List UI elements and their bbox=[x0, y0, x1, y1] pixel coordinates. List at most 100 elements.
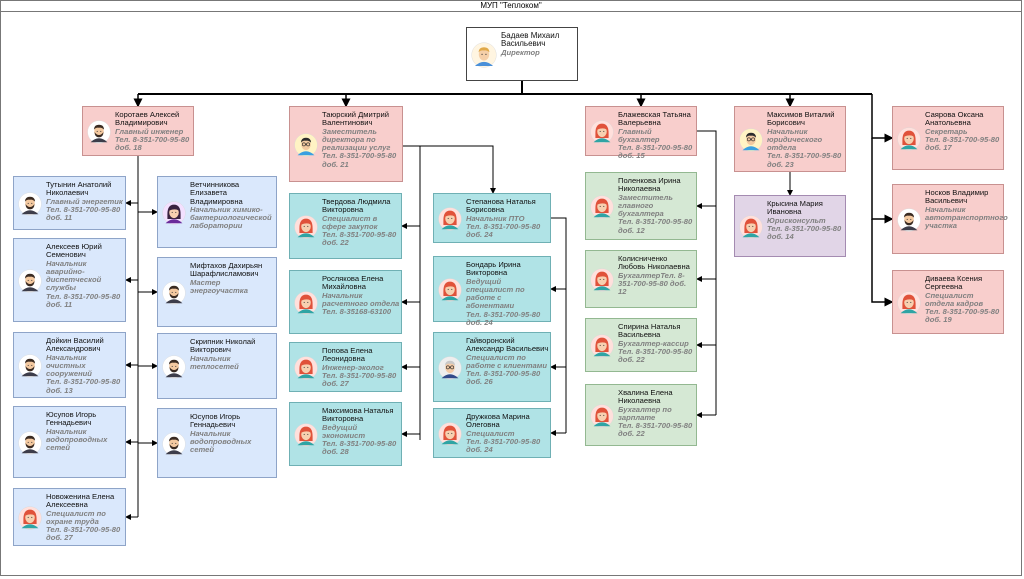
woman-red-icon bbox=[590, 195, 614, 224]
employee-position: Инженер-эколог bbox=[322, 362, 384, 372]
employee-phone: Тел. 8-351-700-95-80 доб. 14 bbox=[767, 223, 842, 242]
employee-position: Начальник расчетного отдела bbox=[322, 290, 400, 308]
woman-red-icon bbox=[739, 215, 763, 244]
employee-position: Главный бухгалтер bbox=[618, 126, 660, 144]
employee-position: Начальник водопроводных сетей bbox=[46, 426, 108, 453]
connector-19 bbox=[403, 145, 421, 440]
employee-position: Бухгалтер по зарплате bbox=[618, 404, 672, 422]
employee-name: Мифтахов Дахирьян Шарафлисламович bbox=[190, 261, 263, 279]
employee-phone: Тел. 8-351-700-95-80 доб. 28 bbox=[322, 439, 397, 457]
employee-position: Мастер энергоучастка bbox=[190, 277, 248, 295]
employee-name: Алексеев Юрий Семенович bbox=[46, 242, 102, 260]
employee-position: Начальник очистных сооружений bbox=[46, 352, 92, 379]
woman-red-icon bbox=[438, 278, 462, 307]
employee-name: Гайворонский Александр Васильевич bbox=[466, 336, 549, 354]
employee-name: Дойкин Василий Александрович bbox=[46, 336, 104, 354]
employee-phone: Тел. 8-351-700-95-80 доб. 17 bbox=[925, 134, 1000, 153]
employee-name: Блажевская Татьяна Валерьевна bbox=[618, 110, 691, 128]
employee-phone: Тел. 8-351-700-95-80 доб. 15 bbox=[618, 143, 693, 161]
connector-6 bbox=[871, 94, 894, 143]
employee-position: Главный инженер bbox=[115, 126, 184, 136]
employee-name: Коротаев Алексей Владимирович bbox=[115, 110, 180, 128]
employee-name: Бадаев Михаил Васильевич bbox=[501, 31, 560, 49]
employee-name: Ветчинникова Елизавета Владимировна bbox=[190, 180, 243, 206]
woman-red-icon bbox=[590, 268, 614, 297]
connector-25 bbox=[551, 217, 567, 433]
employee-position: Начальник химико-бактериологической лабо… bbox=[190, 204, 272, 231]
employee-name: Крысина Мария Ивановна bbox=[767, 199, 823, 217]
employee-phone: Тел. 8-351-700-95-80 доб. 13 bbox=[46, 377, 121, 395]
man-beard-icon bbox=[162, 432, 186, 461]
employee-position: Заместитель главного бухгалтера bbox=[618, 192, 673, 219]
employee-name: Колисниченко Любовь Николаевна bbox=[618, 254, 690, 272]
employee-name: Дружкова Марина Олеговна bbox=[466, 412, 530, 430]
employee-phone: Тел. 8-351-700-95-80 доб. 12 bbox=[618, 217, 693, 235]
employee-position: Заместитель директора по реализации услу… bbox=[322, 126, 391, 153]
employee-phone: Тел. 8-351-700-95-80 доб. 26 bbox=[466, 369, 541, 387]
employee-name: Поленкова Ирина Николаевна bbox=[618, 176, 681, 194]
employee-name: Юсупов Игорь Геннадьевич bbox=[190, 412, 241, 430]
woman-red-icon bbox=[590, 120, 614, 149]
employee-phone: Тел. 8-351-700-95-80 доб. 22 bbox=[618, 421, 693, 439]
employee-phone: Тел. 8-35168-63100 bbox=[322, 307, 392, 317]
employee-name: Диваева Ксения Сергеевна bbox=[925, 274, 983, 292]
man-beard-icon bbox=[18, 431, 42, 460]
employee-phone: Тел. 8-351-700-95-80 доб. 22 bbox=[618, 346, 693, 365]
employee-phone: Тел. 8-351-700-95-80 доб. 11 bbox=[46, 291, 121, 310]
employee-position: Начальник аварийно-диспетческой службы bbox=[46, 258, 102, 293]
connector-8 bbox=[871, 219, 894, 307]
employee-position: Начальник теплосетей bbox=[190, 353, 239, 371]
man-glasses-icon bbox=[739, 128, 763, 157]
woman-red-icon bbox=[438, 422, 462, 451]
employee-name: Твердова Людмила Викторовна bbox=[322, 197, 391, 215]
employee-position: Начальник юридического отдела bbox=[767, 126, 823, 153]
employee-name: Рослякова Елена Михайловна bbox=[322, 274, 384, 292]
